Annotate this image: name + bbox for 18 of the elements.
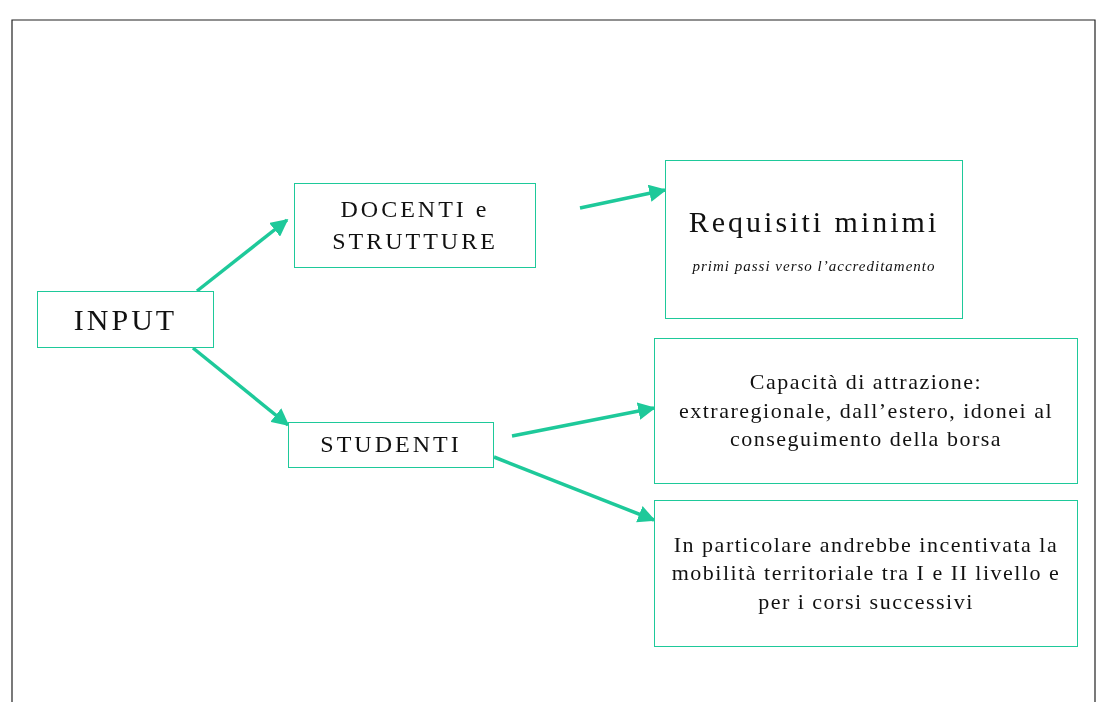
arrow [195, 218, 289, 293]
arrow [511, 402, 656, 438]
text-box [37, 291, 214, 348]
box-text: STUDENTI [319, 430, 463, 460]
text-box [294, 183, 536, 268]
text-box [288, 422, 494, 468]
text-box [654, 338, 1078, 484]
box-text: Capacità di attrazione: extraregionale, dall’estero, idonei al conseguimento della borsa [678, 368, 1054, 454]
box-text: Requisiti minimi [687, 203, 941, 240]
box-text: In particolare andrebbe incentivata la mobilità territoriale tra I e II livello e per i corsi successivi [670, 530, 1062, 616]
arrow [191, 346, 290, 427]
text-box [665, 160, 963, 319]
box-text: DOCENTI e STRUTTURE [331, 195, 499, 256]
subtitle-text: primi passi verso l’accreditamento [691, 256, 937, 276]
arrow [579, 184, 667, 210]
text-box [654, 500, 1078, 647]
arrow [493, 455, 656, 523]
box-text: INPUT [72, 302, 179, 338]
